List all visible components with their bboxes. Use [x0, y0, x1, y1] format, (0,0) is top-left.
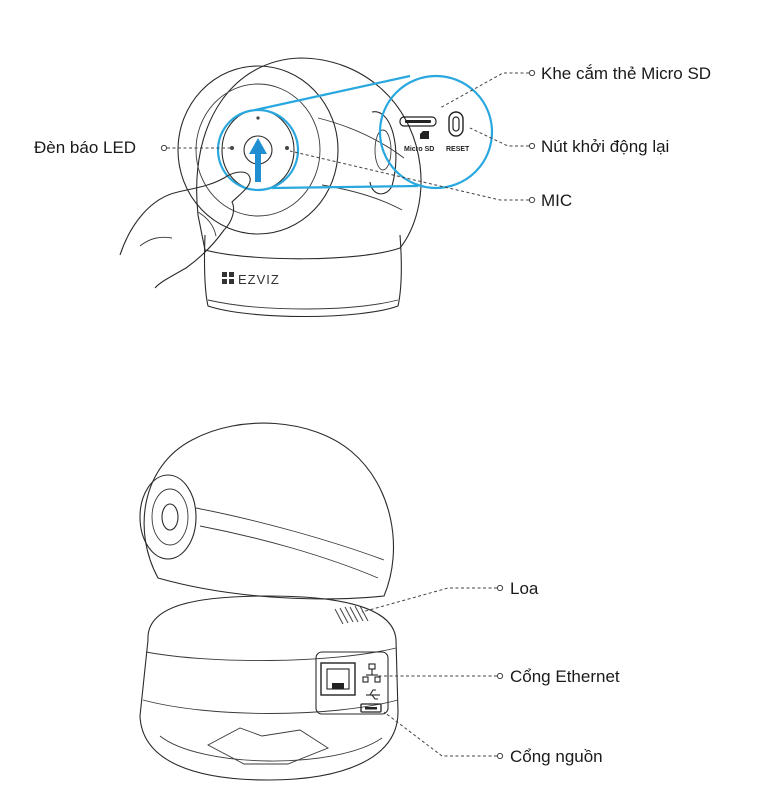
hand-icon: [119, 171, 251, 289]
inset-micro-sd-label: Micro SD: [404, 146, 434, 153]
label-reset-button: Nút khởi động lại: [541, 137, 669, 156]
ezviz-logo-icon: [222, 272, 234, 284]
sd-reset-inset: Micro SD RESET: [254, 74, 494, 190]
ezviz-logo-text: EZVIZ: [238, 272, 280, 287]
reset-button-icon: [448, 111, 464, 137]
inset-reset-label: RESET: [446, 146, 470, 153]
front-camera-illustration: [119, 57, 422, 318]
ethernet-port-icon: [320, 662, 356, 696]
label-led: Đèn báo LED: [34, 138, 136, 157]
power-port-icon: [360, 703, 382, 713]
label-sd-slot: Khe cắm thẻ Micro SD: [541, 64, 711, 83]
ezviz-logo: EZVIZ: [222, 272, 280, 287]
label-power: Cổng nguồn: [510, 747, 603, 766]
front-callouts: Đèn báo LED Khe cắm thẻ Micro SD Nút khở…: [34, 64, 711, 210]
usb-symbol-icon: [366, 689, 380, 700]
back-camera-illustration: [139, 422, 399, 781]
network-symbol-icon: [362, 663, 381, 683]
label-ethernet: Cổng Ethernet: [510, 667, 620, 686]
back-callouts: Loa Cổng Ethernet Cổng nguồn: [361, 579, 620, 766]
speaker-grille-icon: [334, 605, 369, 625]
label-mic: MIC: [541, 191, 572, 210]
press-arrow-icon: [249, 138, 267, 182]
micro-sd-slot-icon: [399, 116, 437, 139]
label-speaker: Loa: [510, 579, 539, 598]
